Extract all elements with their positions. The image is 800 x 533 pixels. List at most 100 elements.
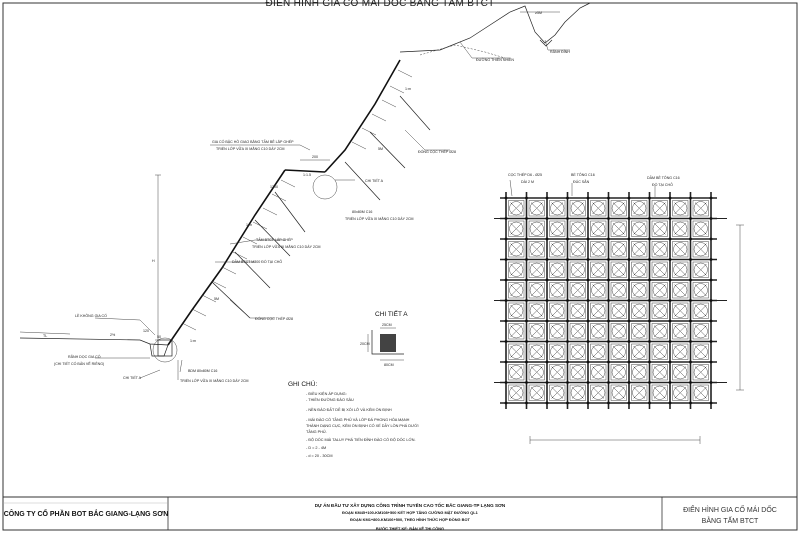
plan-slab <box>672 200 689 217</box>
pile-dot <box>627 217 631 220</box>
plan-slab <box>651 343 668 360</box>
plan-slab <box>631 384 648 401</box>
plan-slab <box>569 220 586 237</box>
plan-slab-callout-sub: ĐÚC SẴN <box>573 179 590 184</box>
plan-slab <box>528 241 545 258</box>
pile-dot <box>504 319 508 323</box>
pile-dot <box>545 237 549 241</box>
pile-dot <box>668 278 672 282</box>
pile-dot <box>648 217 651 220</box>
detail-a-dim-bottom: 80CM <box>384 363 394 367</box>
detail-a-dim-left: 20CM <box>360 342 370 346</box>
note-line-2: - NỀN ĐÀO ĐẤT DỄ BỊ XÓI LỞ VÀ KÉM ỔN ĐỊN… <box>306 407 392 412</box>
pile-dot <box>668 340 672 343</box>
plan-slab <box>569 384 586 401</box>
plan-slab <box>549 343 566 360</box>
pile-dot <box>504 278 508 282</box>
plan-slab <box>549 323 566 340</box>
label-dim-5m-upper: 5M <box>378 147 383 151</box>
pile-dot <box>689 196 692 200</box>
pile-dot <box>648 381 651 384</box>
plan-slab <box>651 200 668 217</box>
pile-dot <box>545 278 549 282</box>
pile-dot <box>607 299 610 302</box>
pile-dot <box>709 258 713 261</box>
label-mid-beam: DẦM BTCT M300 ĐỔ TẠI CHỖ <box>232 259 282 264</box>
pile-dot <box>586 196 590 200</box>
pile-dot <box>504 401 508 405</box>
plan-slab <box>651 261 668 278</box>
plan-slab <box>692 302 709 319</box>
plan-slab <box>672 323 689 340</box>
pile-dot <box>689 258 692 261</box>
titleblock-drawing-name-1: ĐIỂN HÌNH GIA CỐ MÁI DỐC <box>683 504 777 514</box>
title-block <box>3 496 797 530</box>
cross-section <box>19 2 591 380</box>
pile-dot <box>504 217 508 220</box>
plan-slab <box>651 282 668 299</box>
plan-slab <box>651 364 668 381</box>
plan-slab <box>631 302 648 319</box>
plan-slab <box>651 302 668 319</box>
pile-dot <box>566 299 569 302</box>
plan-slab <box>508 323 525 340</box>
notes-heading: GHI CHÚ: <box>288 379 317 388</box>
plan-slab <box>631 282 648 299</box>
note-line-1: - THIỀN ĐƯỜNG ĐÀO SÂU <box>306 397 354 402</box>
plan-slab <box>692 200 709 217</box>
pile-dot <box>545 217 549 220</box>
pile-dot <box>627 319 631 323</box>
plan-slab <box>610 282 627 299</box>
pile-dot <box>545 319 549 323</box>
pile-dot <box>709 278 713 282</box>
pile-dot <box>709 319 713 323</box>
plan-slab <box>631 364 648 381</box>
plan-slab <box>692 364 709 381</box>
plan-slab <box>631 220 648 237</box>
plan-slab <box>569 343 586 360</box>
pile-dot <box>607 319 610 323</box>
pile-dot <box>709 340 713 343</box>
pile-dot <box>504 196 508 200</box>
pile-dot <box>689 401 692 405</box>
pile-dot <box>525 237 528 241</box>
plan-slab <box>610 343 627 360</box>
pile-dot <box>689 217 692 220</box>
label-dim-2pct: 2% <box>110 333 116 337</box>
plan-slab <box>692 323 709 340</box>
pile-dot <box>586 340 590 343</box>
pile-dot <box>648 258 651 261</box>
plan-pile-callout-sub: DÀI 2 M <box>521 180 534 184</box>
pile-dot <box>504 360 508 364</box>
pile-dot <box>689 278 692 282</box>
label-beam-upper: 80x80M C16 <box>352 210 372 214</box>
pile-dot <box>545 196 549 200</box>
plan-slab <box>528 261 545 278</box>
pile-dot <box>627 258 631 261</box>
plan-slab <box>508 200 525 217</box>
pile-dot <box>689 319 692 323</box>
pile-dot <box>586 258 590 261</box>
plan-slab <box>549 364 566 381</box>
titleblock-line2: ĐOẠN KM45+100-KM108+500 KẾT HỢP TĂNG CƯỜ… <box>342 510 479 515</box>
pile-dot <box>648 340 651 343</box>
pile-dot <box>525 381 528 384</box>
pile-dot <box>545 299 549 302</box>
note-line-5: TẦNG PHỦ. <box>306 429 327 434</box>
pile-dot <box>607 278 610 282</box>
pile-dot <box>709 401 713 405</box>
plan-slab <box>569 282 586 299</box>
note-line-3: - MÁI ĐÀO CÓ TẦNG PHỦ VÀ LỚP ĐÁ PHONG HÓ… <box>306 417 410 422</box>
pile-dot <box>586 401 590 405</box>
pile-dot <box>566 381 569 384</box>
titleblock-line3: ĐOẠN KM1+800-KM106+500, THEO HÌNH THỨC H… <box>350 517 470 522</box>
label-slope-upper: 1:m <box>405 87 411 91</box>
pile-dot <box>709 217 713 220</box>
pile-dot <box>545 381 549 384</box>
plan-slab <box>610 384 627 401</box>
pile-dot <box>525 196 528 200</box>
pile-dot <box>607 401 610 405</box>
plan-slab <box>528 384 545 401</box>
plan-slab <box>610 364 627 381</box>
plan-slab <box>528 323 545 340</box>
